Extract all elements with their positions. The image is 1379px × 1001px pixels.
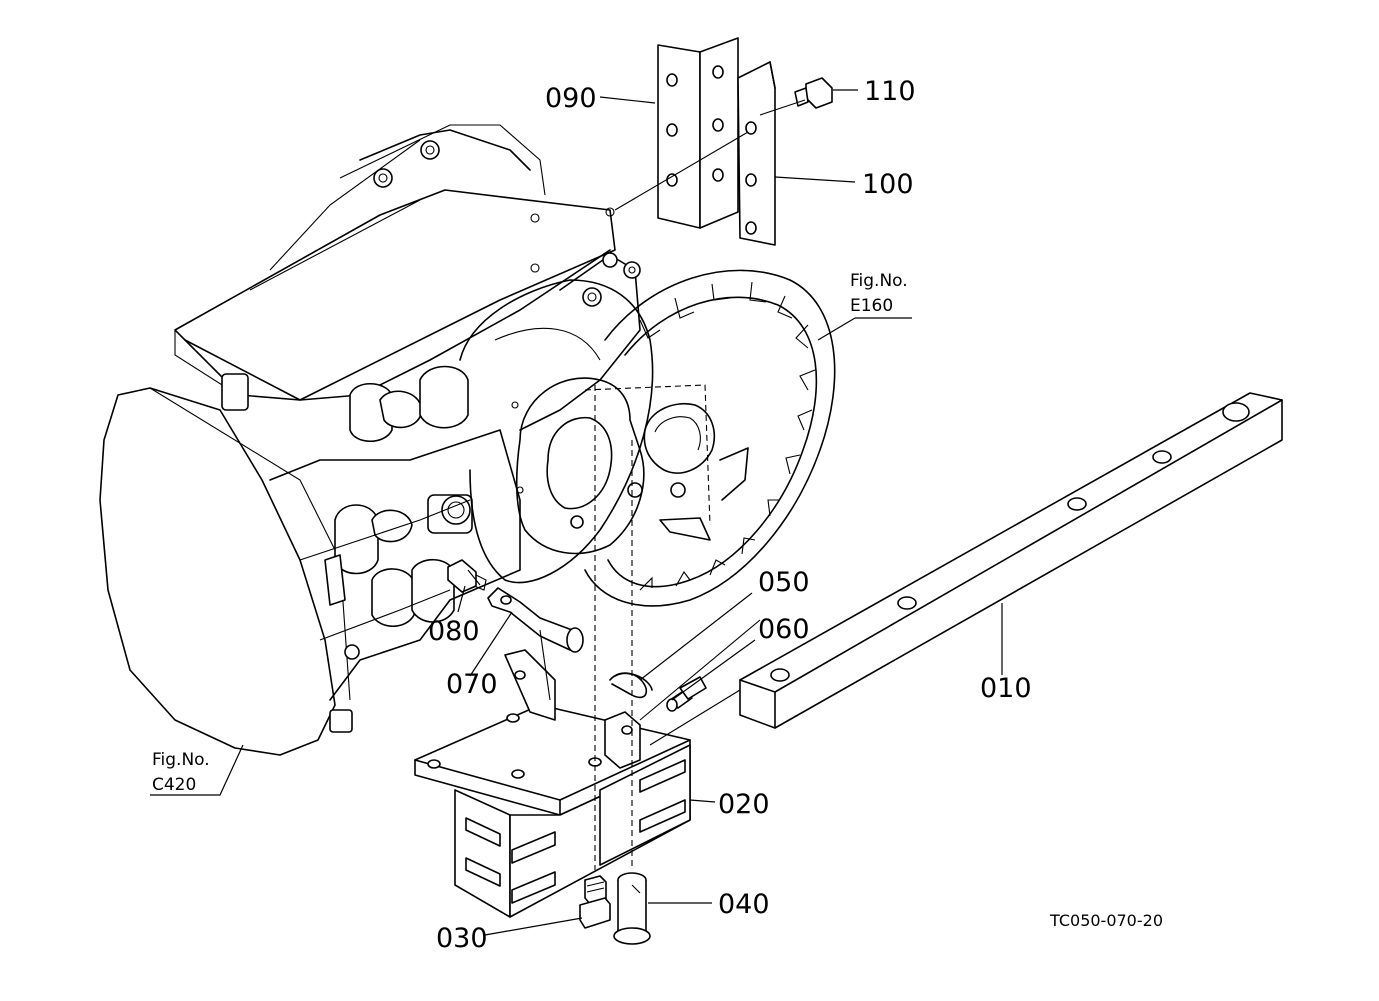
label-060[interactable]: 060 [758,614,810,645]
bolt-110[interactable] [794,77,833,109]
assembly-lines [467,99,806,870]
leader-lines [150,89,1003,936]
label-030[interactable]: 030 [436,923,488,954]
ref-e160-line2[interactable]: E160 [850,296,893,316]
bolt-030[interactable] [579,875,611,929]
flywheel-housing [511,269,836,607]
label-020[interactable]: 020 [718,789,770,820]
label-100[interactable]: 100 [862,169,914,200]
label-110[interactable]: 110 [864,76,916,107]
transmission-housing [99,124,654,756]
angle-bracket-090[interactable] [657,37,739,229]
ref-c420-line2[interactable]: C420 [152,775,196,795]
label-080[interactable]: 080 [428,616,480,647]
part-labels: 090 110 100 050 060 080 070 010 020 040 … [428,76,1032,954]
pin-040[interactable] [613,872,651,945]
label-010[interactable]: 010 [980,673,1032,704]
drawbar-010[interactable] [739,392,1283,729]
drawing-code: TC050-070-20 [1049,911,1163,930]
drawbar-bracket-020[interactable] [414,649,691,918]
label-090[interactable]: 090 [545,83,597,114]
ref-c420-line1[interactable]: Fig.No. [152,750,210,770]
label-040[interactable]: 040 [718,889,770,920]
plate-100[interactable] [737,61,776,246]
label-050[interactable]: 050 [758,567,810,598]
grease-nipple-060[interactable] [666,676,707,712]
figure-references: Fig.No. E160 Fig.No. C420 [152,271,908,795]
label-070[interactable]: 070 [446,669,498,700]
fitting-080[interactable] [447,559,487,593]
spring-clip-050[interactable] [609,672,653,699]
ref-e160-line1[interactable]: Fig.No. [850,271,908,291]
link-pin-070[interactable] [487,587,584,653]
